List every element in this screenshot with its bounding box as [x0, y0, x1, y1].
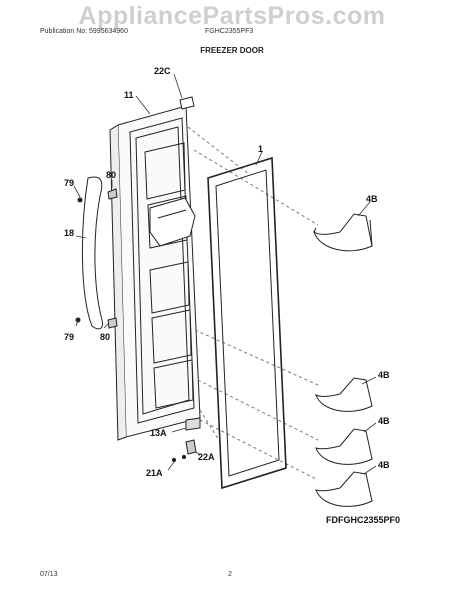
- model-number: FGHC2355PF3: [205, 28, 254, 35]
- callout-21a: 21A: [146, 468, 163, 478]
- callout-4b-3: 4B: [378, 416, 390, 426]
- section-title: FREEZER DOOR: [200, 46, 264, 55]
- door-panel[interactable]: [109, 96, 201, 441]
- callout-79-top: 79: [64, 178, 74, 188]
- watermark: AppliancePartsPros.com: [78, 2, 386, 30]
- callout-4b-4: 4B: [378, 460, 390, 470]
- diagram-code: FDFGHC2355PF0: [326, 515, 401, 525]
- hinge-parts[interactable]: [171, 417, 201, 463]
- callout-4b-1: 4B: [366, 194, 378, 204]
- callout-13a: 13A: [150, 428, 167, 438]
- callout-79-bottom: 79: [64, 332, 74, 342]
- callout-4b-2: 4B: [378, 370, 390, 380]
- publication-number: Publication No: 5995634960: [40, 28, 128, 35]
- callout-18: 18: [64, 228, 74, 238]
- callout-80-top: 80: [106, 170, 116, 180]
- callout-22a: 22A: [198, 452, 215, 462]
- door-gasket[interactable]: [207, 156, 287, 490]
- door-handle[interactable]: [81, 176, 103, 330]
- footer-date: 07/13: [40, 571, 58, 578]
- door-shelves[interactable]: [313, 213, 373, 507]
- footer-page: 2: [228, 571, 232, 578]
- callout-11: 11: [124, 90, 134, 100]
- callout-1: 1: [258, 144, 263, 154]
- handle-fasteners[interactable]: [75, 188, 118, 329]
- callout-22c: 22C: [154, 66, 171, 76]
- callout-80-bottom: 80: [100, 332, 110, 342]
